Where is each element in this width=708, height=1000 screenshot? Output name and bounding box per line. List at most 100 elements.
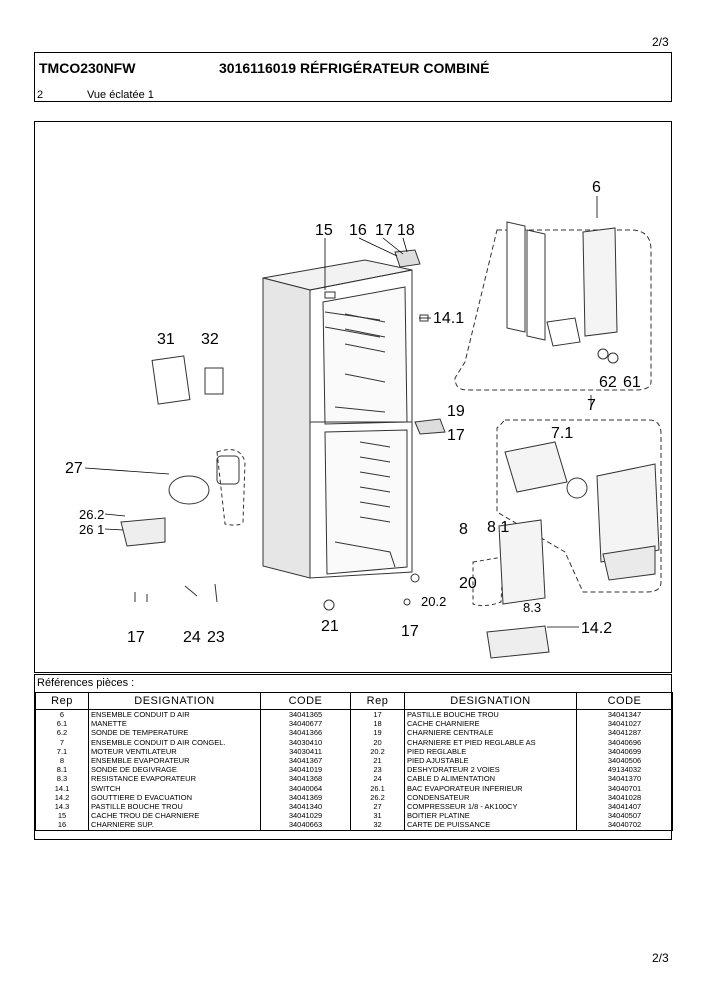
rep-cell: 14.1 [35,783,89,793]
column-header: DESIGNATION [404,692,577,710]
designation-cell: CACHE CHARNIERE [404,719,577,729]
exploded-view-drawing: 15 16 17 18 6 14.1 31 32 62 61 7 19 17 7… [65,179,662,659]
designation-cell: CACHE TROU DE CHARNIERE [88,811,261,821]
code-cell: 34040663 [260,820,351,831]
designation-cell: CHARNIERE ET PIED REGLABLE AS [404,737,577,747]
rep-cell: 26.2 [350,792,405,803]
header-box: TMCO230NFW 3016116019 RÉFRIGÉRATEUR COMB… [34,52,672,102]
designation-cell: ENSEMBLE CONDUIT D AIR [88,709,261,720]
designation-cell: BAC EVAPORATEUR INFERIEUR [404,783,577,793]
rep-cell: 18 [350,719,405,729]
code-cell: 34040696 [576,737,673,747]
designation-cell: PIED REGLABLE [404,746,577,757]
rep-cell: 8.1 [35,765,89,775]
code-cell: 34030410 [260,737,351,747]
rep-cell: 17 [350,709,405,720]
rep-cell: 6 [35,709,89,720]
designation-cell: SONDE DE DEGIVRAGE [88,765,261,775]
code-cell: 34040701 [576,783,673,793]
callout-labels: 15 16 17 18 6 14.1 31 32 62 61 7 19 17 7… [65,179,641,646]
callout-label: 6 [592,179,601,196]
designation-cell: CONDENSATEUR [404,792,577,803]
code-cell: 34041369 [260,792,351,803]
product-code-title: 3016116019 RÉFRIGÉRATEUR COMBINÉ [219,60,490,76]
rep-cell: 8.3 [35,774,89,784]
designation-cell: CABLE D ALIMENTATION [404,774,577,784]
callout-label: 17 [447,427,465,444]
callout-label: 21 [321,618,339,635]
callout-label: 62 [599,374,617,391]
designation-cell: MOTEUR VENTILATEUR [88,746,261,757]
rep-cell: 16 [35,820,89,831]
designation-cell: PIED AJUSTABLE [404,756,577,766]
code-cell: 34041347 [576,709,673,720]
rep-cell: 6.1 [35,719,89,729]
rep-cell: 23 [350,765,405,775]
section-number: 2 [37,89,44,101]
designation-cell: MANETTE [88,719,261,729]
column-header: Rep [350,692,405,710]
code-cell: 34041407 [576,802,673,812]
code-cell: 34040699 [576,746,673,757]
column-header: CODE [260,692,351,710]
code-cell: 34040677 [260,719,351,729]
column-header: DESIGNATION [88,692,261,710]
callout-label: 18 [397,222,415,239]
code-cell: 34040702 [576,820,673,831]
code-cell: 34041029 [260,811,351,821]
callout-label: 7 [587,397,596,414]
rep-cell: 24 [350,774,405,784]
callout-label: 20.2 [421,594,446,609]
designation-cell: ENSEMBLE EVAPORATEUR [88,756,261,766]
designation-cell: RESISTANCE EVAPORATEUR [88,774,261,784]
rep-cell: 31 [350,811,405,821]
callout-label: 23 [207,629,225,646]
code-cell: 34041367 [260,756,351,766]
callout-label: 32 [201,331,219,348]
designation-cell: SWITCH [88,783,261,793]
designation-cell: PASTILLE BOUCHE TROU [88,802,261,812]
code-cell: 34041370 [576,774,673,784]
fridge-cabinet-drawing [120,221,662,659]
rep-cell: 20.2 [350,746,405,757]
page-number-top: 2/3 [652,35,669,49]
callout-label: 27 [65,460,83,477]
rep-cell: 27 [350,802,405,812]
callout-label: 26.2 [79,507,104,522]
code-cell: 34040506 [576,756,673,766]
code-cell: 49134032 [576,765,673,775]
callout-label: 31 [157,331,175,348]
code-cell: 34040064 [260,783,351,793]
rep-cell: 32 [350,820,405,831]
rep-cell: 8 [35,756,89,766]
callout-label: 17 [401,623,419,640]
exploded-view-diagram: 15 16 17 18 6 14.1 31 32 62 61 7 19 17 7… [34,121,672,673]
designation-cell: DESHYDRATEUR 2 VOIES [404,765,577,775]
designation-cell: CHARNIERE CENTRALE [404,728,577,738]
callout-label: 8.3 [523,600,541,615]
column-header: CODE [576,692,673,710]
callout-label: 19 [447,403,465,420]
designation-cell: COMPRESSEUR 1/8 - AK100CY [404,802,577,812]
rep-cell: 21 [350,756,405,766]
designation-cell: GOUTTIERE D EVACUATION [88,792,261,803]
callout-label: 24 [183,629,201,646]
designation-cell: PASTILLE BOUCHE TROU [404,709,577,720]
designation-cell: BOITIER PLATINE [404,811,577,821]
designation-cell: CHARNIERE SUP. [88,820,261,831]
callout-label: 8 1 [487,519,509,536]
rep-cell: 7.1 [35,746,89,757]
code-cell: 34041365 [260,709,351,720]
parts-reference-section: Références pièces : Rep DESIGNATION CODE… [34,674,673,840]
column-header: Rep [35,692,89,710]
